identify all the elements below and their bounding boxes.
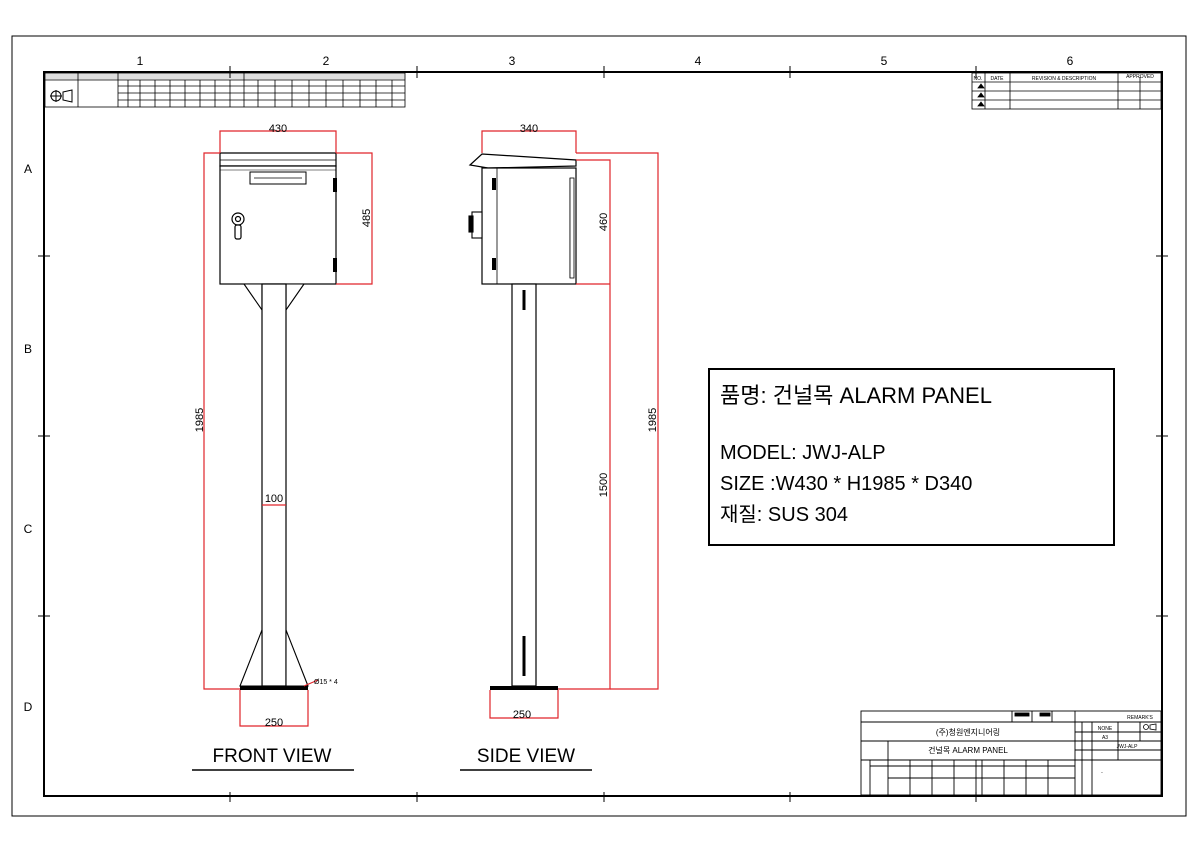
- revision-col-no: NO.: [974, 76, 983, 82]
- grid-row-c: C: [24, 522, 33, 536]
- outer-frame: [11, 35, 1187, 817]
- grid-row-d: D: [24, 700, 33, 714]
- spec-product-name: 품명: 건널목 ALARM PANEL: [720, 383, 992, 408]
- title-dash: -: [1101, 770, 1103, 776]
- side-handle-icon: [468, 211, 483, 239]
- spec-material: 재질: SUS 304: [720, 503, 848, 526]
- tolerance-table: [44, 72, 406, 108]
- title-drawing-title: 건널목 ALARM PANEL: [928, 745, 1008, 755]
- revision-col-date: DATE: [991, 76, 1005, 82]
- front-handle-icon: [231, 212, 245, 240]
- side-dim-total-height: 1985: [647, 408, 659, 432]
- front-dim-total-height: 1985: [194, 408, 206, 432]
- spec-model: MODEL: JWJ-ALP: [720, 442, 886, 464]
- side-base-plate: [490, 686, 558, 690]
- front-dim-base: 250: [265, 717, 283, 729]
- side-dim-pole-height: 1500: [598, 473, 610, 497]
- side-pole: [511, 283, 537, 687]
- grid-col-6: 6: [1067, 54, 1074, 68]
- front-dim-width: 430: [269, 123, 287, 135]
- title-size: A3: [1102, 735, 1108, 741]
- spec-box: [708, 368, 1115, 546]
- front-dim-hole: Ø15 * 4: [314, 679, 338, 686]
- grid-row-b: B: [24, 342, 32, 356]
- title-block: [860, 710, 1162, 796]
- grid-col-2: 2: [323, 54, 330, 68]
- revision-block: [971, 72, 1162, 110]
- front-pole: [261, 283, 287, 687]
- title-remarks: REMARK'S: [1127, 715, 1153, 721]
- projection-symbol-icon: [50, 89, 73, 103]
- title-scale: NONE: [1098, 726, 1113, 732]
- revision-col-desc: REVISION & DESCRIPTION: [1032, 76, 1097, 82]
- grid-col-4: 4: [695, 54, 702, 68]
- side-view-drawing: [468, 153, 577, 690]
- side-dim-box-height: 460: [598, 213, 610, 231]
- inner-frame: [43, 71, 1163, 797]
- side-panel-box: [481, 167, 577, 285]
- front-base-plate: [240, 686, 308, 690]
- front-view-title: FRONT VIEW: [213, 746, 332, 767]
- front-dimensions: [203, 130, 373, 727]
- front-rain-hood: [219, 152, 337, 167]
- side-view-title: SIDE VIEW: [477, 746, 575, 767]
- title-projection-icon: [1143, 723, 1157, 731]
- grid-col-3: 3: [509, 54, 516, 68]
- front-dim-pole: 100: [265, 493, 283, 505]
- side-dimensions: [481, 130, 659, 719]
- revision-col-approved: APPROVED: [1126, 74, 1154, 80]
- grid-row-a: A: [24, 162, 32, 176]
- grid-col-1: 1: [137, 54, 144, 68]
- title-drawing-no: JWJ-ALP: [1117, 744, 1139, 750]
- side-rain-hood: [468, 153, 577, 169]
- side-dim-base: 250: [513, 709, 531, 721]
- title-company: (주)청원엔지니어링: [936, 727, 1000, 737]
- grid-col-5: 5: [881, 54, 888, 68]
- side-dim-depth: 340: [520, 123, 538, 135]
- spec-size: SIZE :W430 * H1985 * D340: [720, 473, 972, 495]
- front-dim-box-height: 485: [361, 209, 373, 227]
- front-view-drawing: [219, 152, 337, 690]
- grid-ticks: [38, 66, 1168, 802]
